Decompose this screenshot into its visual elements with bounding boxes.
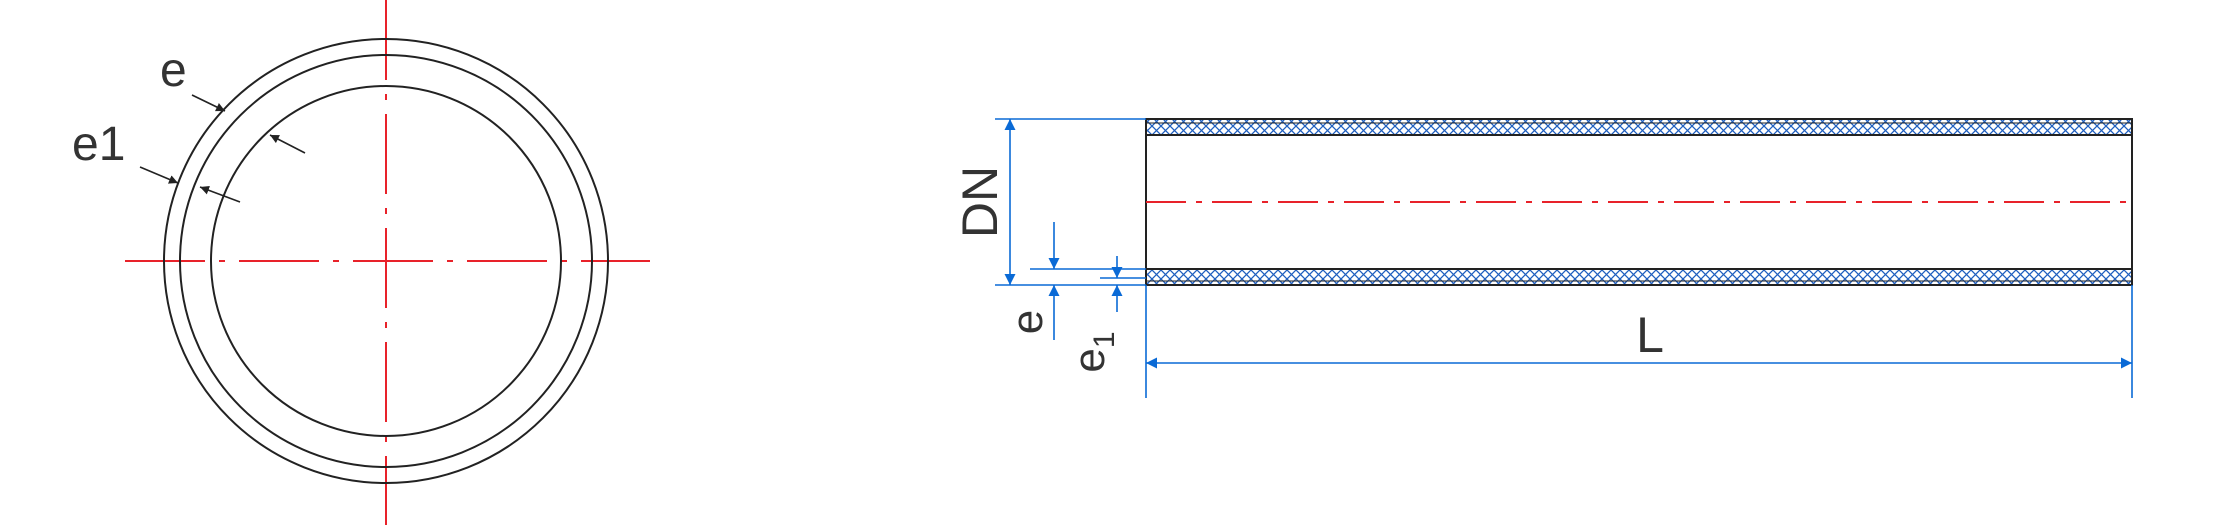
side-wall-dimension <box>1030 222 1146 340</box>
end-wall-leader <box>191 94 306 154</box>
middle-wall-circle <box>179 54 593 468</box>
outer-wall-circle <box>163 38 609 484</box>
top-wall-hatch <box>1146 119 2132 135</box>
inner-bore-circle <box>210 85 562 437</box>
diameter-label: DN <box>952 166 1008 238</box>
end-wall-inner-label: e1 <box>72 118 125 171</box>
pipe-end-view: e e1 <box>72 0 650 525</box>
length-label: L <box>1636 307 1664 363</box>
length-dimension <box>1145 285 2133 398</box>
end-wall-inner-leader <box>139 166 241 203</box>
end-view-centerlines <box>125 0 650 525</box>
side-wall-inner-subscript: 1 <box>1088 331 1121 348</box>
side-view-outline <box>1145 118 2133 286</box>
diameter-dimension <box>995 118 1146 286</box>
end-wall-label: e <box>160 44 187 97</box>
side-wall-label: e <box>1003 310 1052 334</box>
bottom-wall-hatch <box>1146 269 2132 285</box>
side-wall-inner-dimension <box>1100 256 1146 312</box>
side-wall-inner-label: e1 <box>1065 331 1121 372</box>
pipe-side-view: DN e e1 L <box>952 118 2133 398</box>
